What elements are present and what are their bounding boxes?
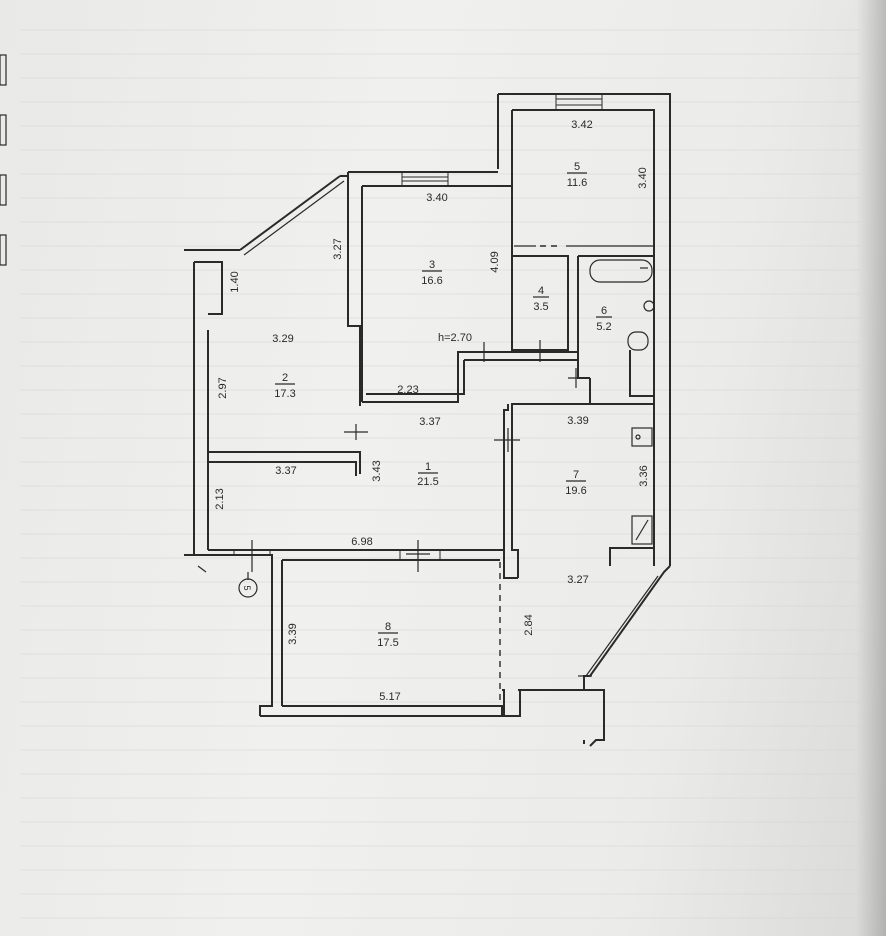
dimension-label: 6.98 — [351, 536, 372, 548]
toilet-icon — [627, 331, 649, 351]
dimension-label: 4.09 — [489, 251, 501, 272]
dimension-labels: 3.42 3.40 3.40 3.27 4.09 1.40 3.29 2.97 … — [214, 119, 650, 703]
windows — [233, 93, 603, 561]
dimension-label: 3.37 — [275, 465, 296, 477]
dimension-label: 2.97 — [217, 377, 229, 398]
stove-icon — [631, 427, 653, 447]
dimension-label: 3.40 — [426, 192, 447, 204]
room-number: 5 — [574, 161, 580, 173]
page-edge-shadow — [856, 0, 886, 936]
dimension-label: 3.37 — [419, 416, 440, 428]
room-number: 2 — [282, 372, 288, 384]
room-label-7: 7 19.6 — [565, 469, 586, 497]
dimension-label: 5.17 — [379, 691, 400, 703]
room-label-1: 1 21.5 — [417, 461, 438, 488]
room-label-3: 3 16.6 — [421, 259, 442, 287]
fixtures — [589, 259, 655, 545]
dimension-label: 2.23 — [397, 384, 418, 396]
room-number: 4 — [538, 285, 544, 297]
ceiling-height-label: h=2.70 — [438, 332, 472, 344]
room-number: 3 — [429, 259, 435, 271]
room-label-2: 2 17.3 — [274, 372, 295, 400]
paper-grid — [20, 29, 860, 919]
binder-marks — [0, 54, 7, 266]
room-labels: 1 21.5 2 17.3 3 16.6 4 3.5 5 11.6 6 5.2 — [274, 161, 612, 649]
room-area: 11.6 — [567, 177, 588, 189]
axis-marker: 5 — [238, 572, 258, 598]
room-number: 6 — [601, 305, 607, 317]
dimension-label: 3.29 — [272, 333, 293, 345]
room-number: 8 — [385, 621, 391, 633]
sink-icon — [631, 515, 653, 545]
washbasin-icon — [643, 300, 655, 312]
dimension-label: 2.13 — [214, 488, 226, 509]
dimension-label: 3.43 — [371, 460, 383, 481]
room-label-5: 5 11.6 — [567, 161, 588, 189]
bathtub-icon — [589, 259, 653, 283]
room-label-4: 4 3.5 — [533, 285, 549, 313]
room-number: 7 — [573, 469, 579, 481]
room-area: 17.5 — [377, 637, 398, 649]
room-area: 21.5 — [417, 476, 438, 488]
dimension-label: 1.40 — [229, 271, 241, 292]
room-area: 17.3 — [274, 388, 295, 400]
room-area: 3.5 — [533, 301, 548, 313]
room-label-8: 8 17.5 — [377, 621, 398, 649]
room-area: 16.6 — [421, 275, 442, 287]
dimension-label: 3.40 — [637, 167, 649, 188]
dimension-label: 3.27 — [332, 238, 344, 259]
dimension-label: 3.42 — [571, 119, 592, 131]
internal-walls — [362, 186, 654, 550]
room-label-6: 6 5.2 — [596, 305, 612, 333]
dimension-label: 2.84 — [523, 614, 535, 635]
dimension-label: 3.39 — [287, 623, 299, 644]
dimension-label: 3.27 — [567, 574, 588, 586]
room-area: 5.2 — [596, 321, 611, 333]
dimension-label: 3.39 — [567, 415, 588, 427]
axis-marker-label: 5 — [242, 585, 252, 590]
door-marks — [197, 340, 592, 677]
room-number: 1 — [425, 461, 431, 473]
room-area: 19.6 — [565, 485, 586, 497]
dimension-label: 3.36 — [638, 465, 650, 486]
